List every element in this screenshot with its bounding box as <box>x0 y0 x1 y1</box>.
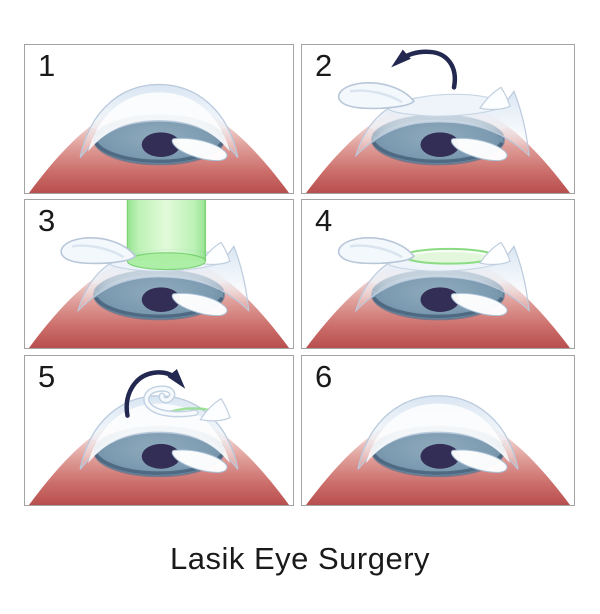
curved-arrow-left-icon <box>391 49 458 90</box>
panel-step-4: 4 <box>301 199 575 349</box>
flap-lifted-illustration <box>302 49 574 193</box>
step-number: 1 <box>38 48 56 83</box>
step-number: 3 <box>38 203 56 238</box>
eye-intact-illustration <box>25 45 293 193</box>
step-number: 2 <box>315 48 333 83</box>
corneal-flap-curl <box>143 385 199 418</box>
flap-repositioned-illustration <box>28 368 290 505</box>
diagram-title: Lasik Eye Surgery <box>169 541 431 576</box>
reshaped-cornea-illustration <box>302 236 574 348</box>
panel-step-5: 5 <box>24 355 294 506</box>
curved-arrow-right-icon <box>124 368 186 418</box>
step-number: 5 <box>38 359 56 394</box>
panel-step-1: 1 <box>24 44 294 194</box>
corneal-flap <box>337 81 416 110</box>
panel-step-2: 2 <box>301 44 575 194</box>
panel-step-6: 6 <box>301 355 575 506</box>
step-number: 6 <box>315 359 333 394</box>
panel-step-3: 3 <box>24 199 294 349</box>
laser-beam-icon <box>126 200 207 271</box>
step-number: 4 <box>315 203 333 238</box>
laser-reshaping-illustration <box>25 200 293 348</box>
corneal-flap <box>59 236 137 265</box>
corneal-flap <box>337 236 416 265</box>
eye-healed-illustration <box>302 356 574 505</box>
